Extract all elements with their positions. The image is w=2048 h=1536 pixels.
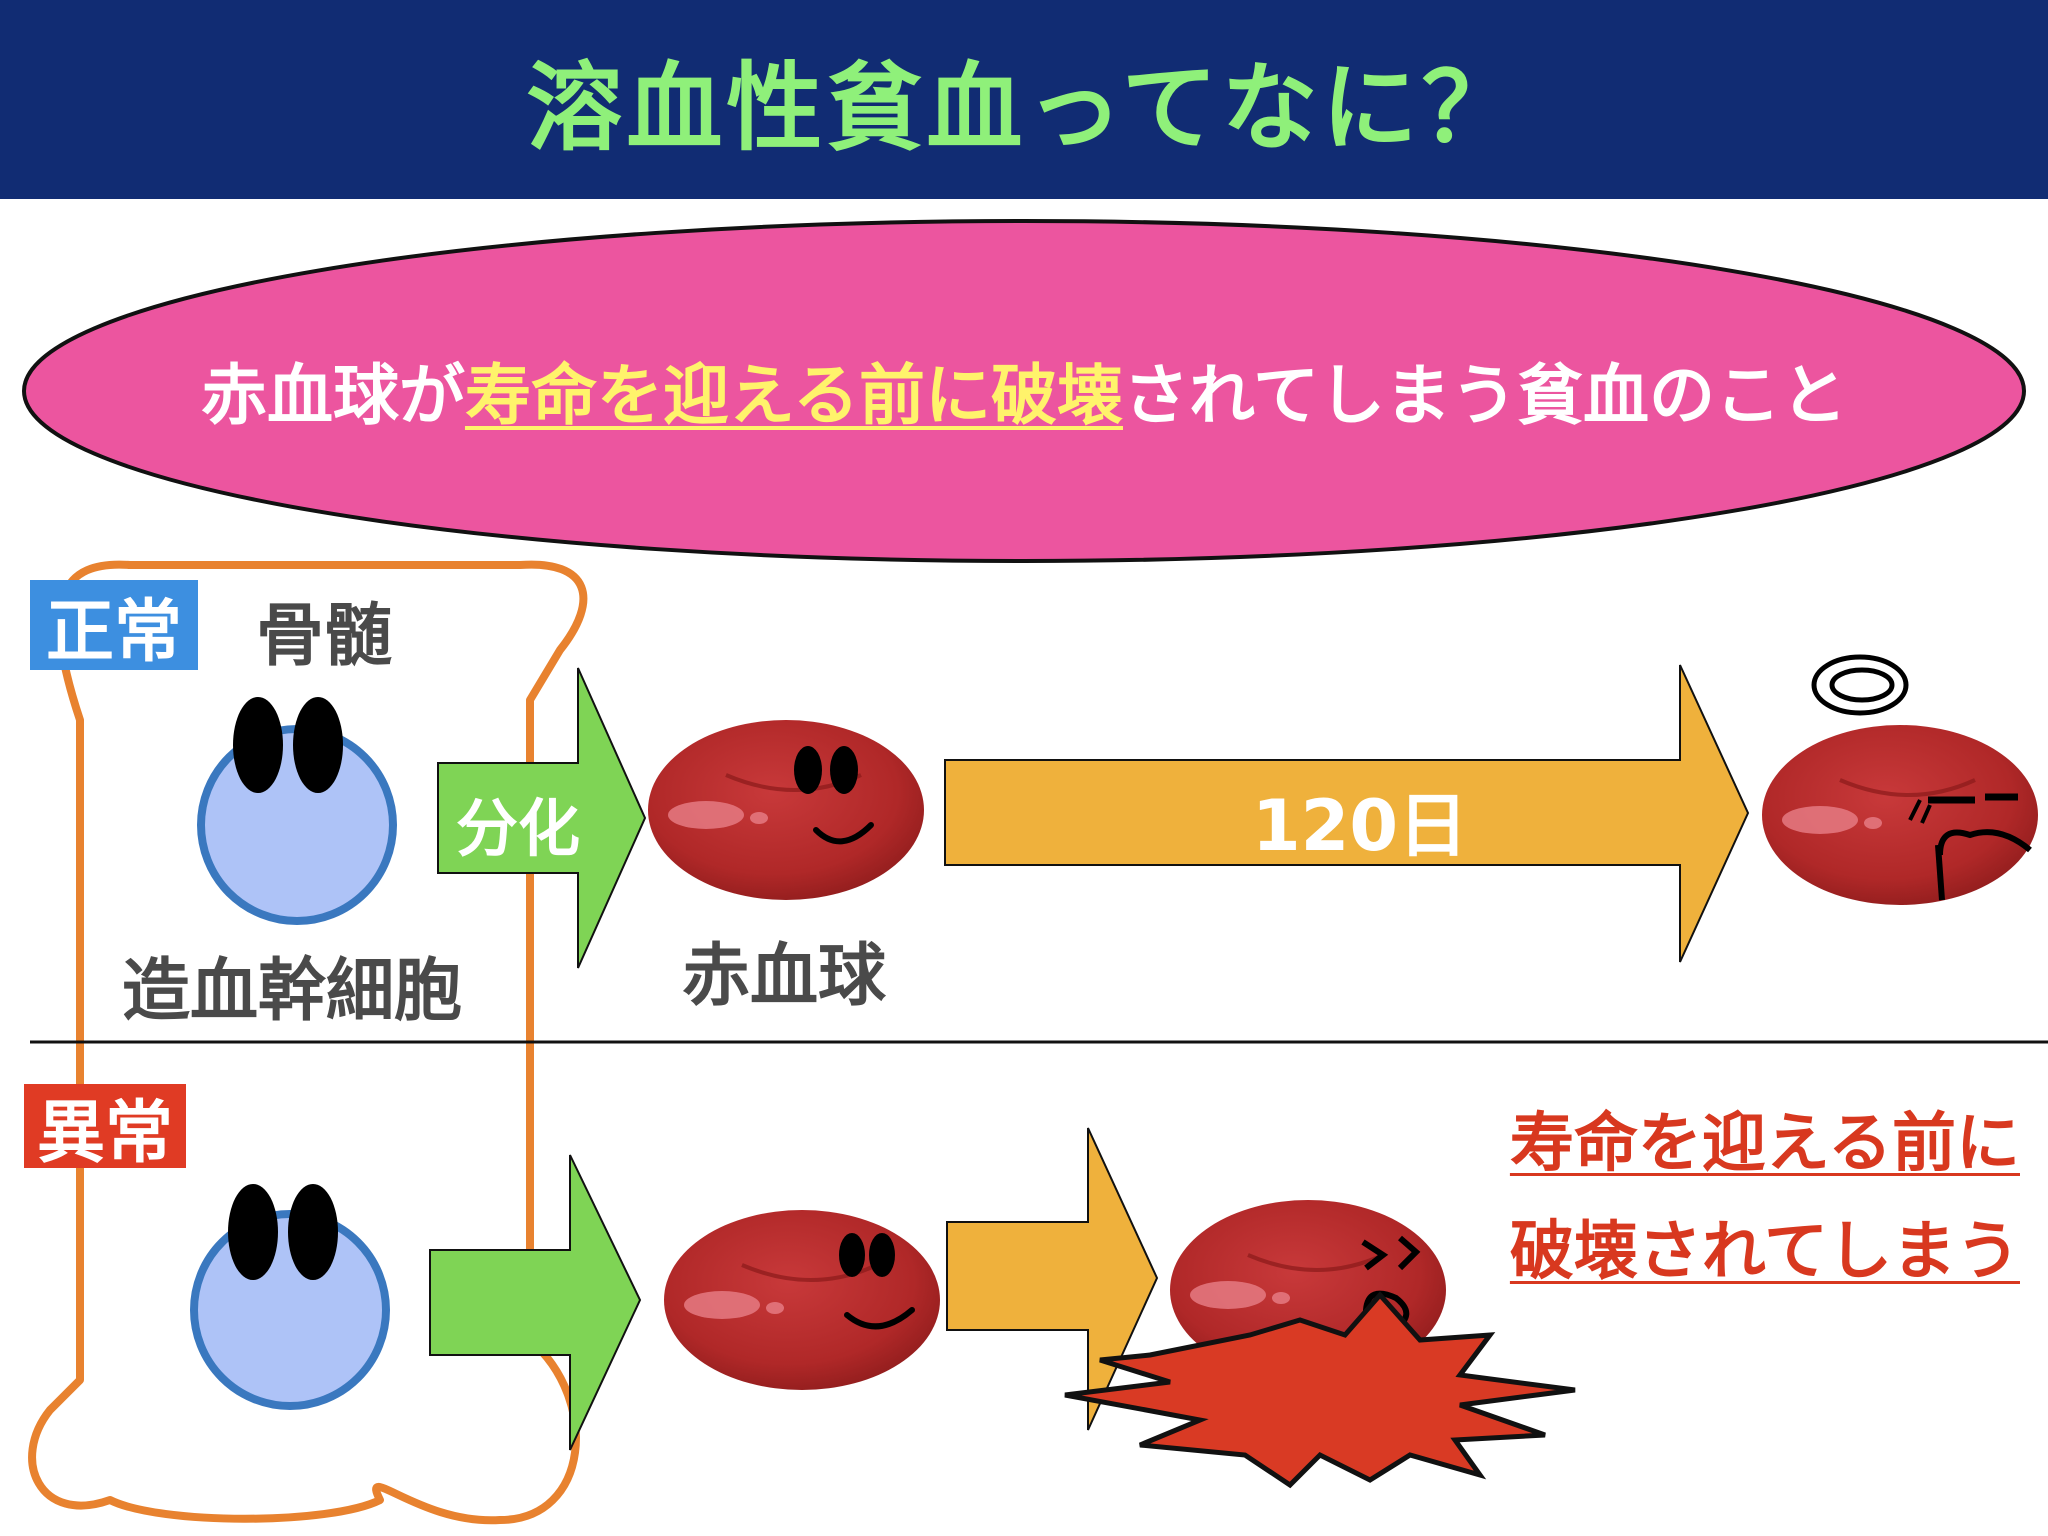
lifespan-label: 120日 bbox=[1251, 785, 1469, 867]
differentiation-arrow-normal bbox=[437, 667, 647, 969]
definition-after: されてしまう貧血のこと bbox=[1123, 357, 1848, 434]
short-lifespan-arrow bbox=[946, 1127, 1159, 1431]
red-blood-cell-old bbox=[1760, 723, 2040, 907]
differentiation-arrow-abnormal bbox=[429, 1154, 642, 1451]
normal-badge: 正常 bbox=[30, 580, 198, 672]
bone-marrow-outline bbox=[28, 560, 588, 1525]
halo-ring-icon bbox=[1811, 654, 1909, 716]
explosion-burst bbox=[1064, 1291, 1576, 1489]
bone-marrow-label: 骨髄 bbox=[250, 580, 399, 679]
page-title: 溶血性貧血ってなに？ bbox=[526, 52, 1522, 164]
red-blood-cell-happy bbox=[646, 718, 926, 902]
stem-cell-abnormal bbox=[190, 1184, 390, 1410]
title-bar: 溶血性貧血ってなに？ bbox=[0, 0, 2048, 199]
lifespan-arrow bbox=[944, 664, 1750, 963]
definition-before: 赤血球が bbox=[200, 357, 465, 434]
warning-line-2: 破壊されてしまう bbox=[1509, 1215, 2020, 1289]
stem-cell-normal bbox=[197, 697, 397, 925]
red-blood-cell-label: 赤血球 bbox=[682, 937, 887, 1016]
definition-highlight: 寿命を迎える前に破壊 bbox=[464, 357, 1123, 434]
red-blood-cell-young bbox=[662, 1208, 942, 1392]
warning-line-1: 寿命を迎える前に bbox=[1509, 1107, 2020, 1181]
differentiation-label: 分化 bbox=[456, 792, 581, 865]
definition-ellipse bbox=[22, 219, 2026, 563]
definition-text: 赤血球が寿命を迎える前に破壊されてしまう貧血のこと bbox=[0, 342, 2048, 438]
abnormal-badge: 異常 bbox=[24, 1084, 186, 1173]
stem-cell-label: 造血幹細胞 bbox=[122, 952, 463, 1031]
